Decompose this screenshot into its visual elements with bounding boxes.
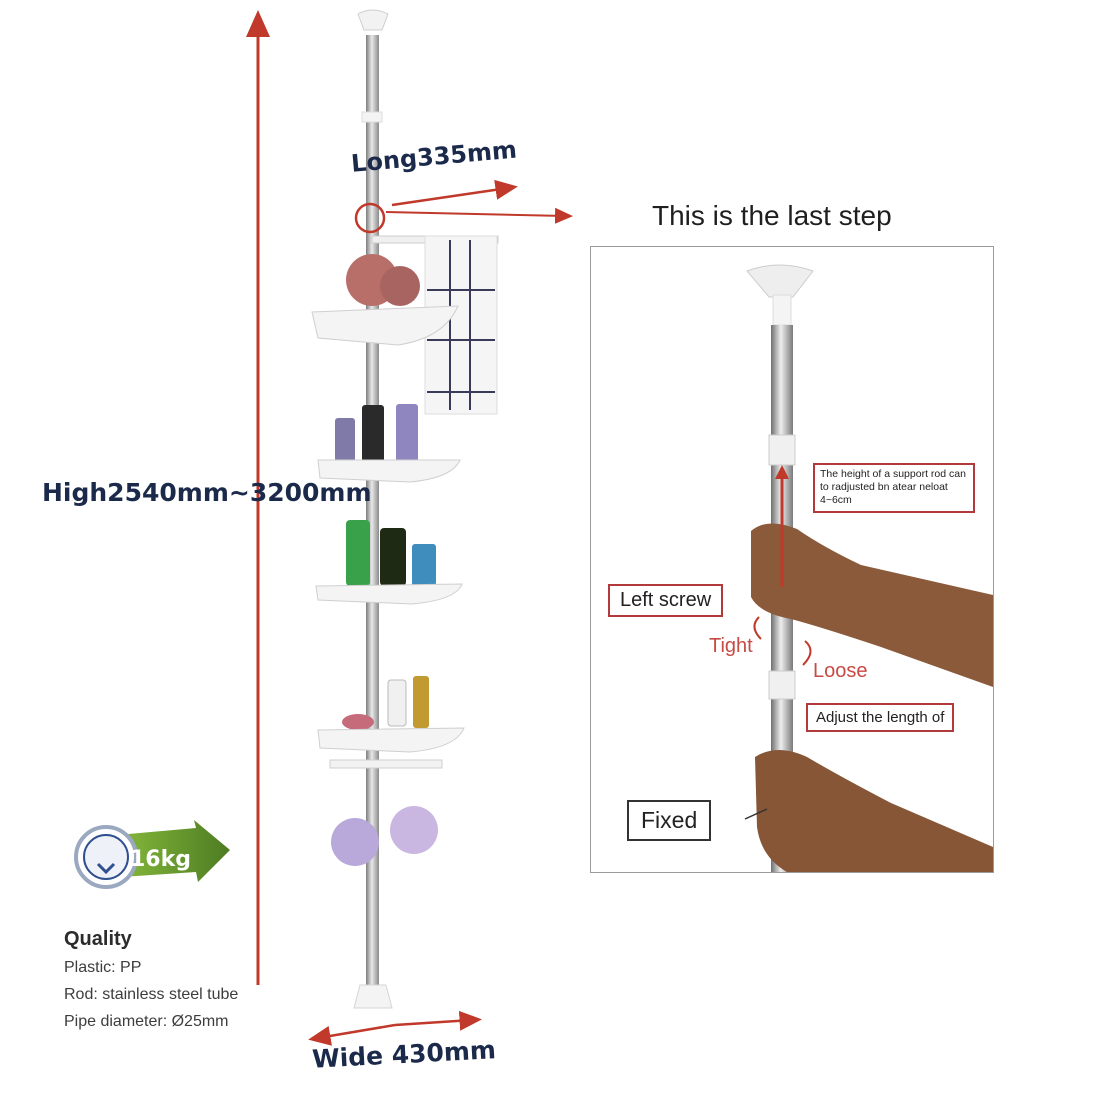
tight-label: Tight [709,635,753,657]
green-arrow-icon [106,820,230,882]
pole-top-cap-closeup [746,264,814,298]
quality-title: Quality [64,928,132,950]
height-adjust-callout: The height of a support rod can to radju… [813,463,975,513]
pole-closeup-illustration [744,264,993,872]
load-capacity-badge: 16kg [74,820,230,889]
lilac-sponge-2 [390,806,438,854]
quality-spec-block: Quality Plastic: PP Rod: stainless steel… [64,928,238,1040]
step-detail-panel: The height of a support rod can to radju… [590,246,994,873]
pole-top-cap [357,9,389,31]
shelf-4 [317,727,465,753]
spec-pipe-diameter: Pipe diameter: Ø25mm [64,1013,229,1030]
pole-joint-highlight [354,202,386,234]
lower-hand [755,750,993,872]
spec-plastic: Plastic: PP [64,959,142,976]
shelf-3 [315,583,463,605]
height-label: High2540mm~3200mm [42,478,372,507]
capacity-text: 16kg [130,847,191,872]
pole-foot [353,984,393,1009]
loose-label: Loose [813,660,868,682]
product-illustration [246,9,573,1046]
fixed-callout: Fixed [627,800,712,841]
lilac-sponge-1 [331,818,379,866]
shelf-1 [311,305,459,346]
left-screw-callout: Left screw [608,584,724,617]
spec-rod: Rod: stainless steel tube [64,986,239,1003]
step-title: This is the last step [652,200,892,231]
shelf-2 [317,459,461,483]
upper-hand [751,523,993,687]
adjust-length-callout: Adjust the length of [806,703,955,732]
